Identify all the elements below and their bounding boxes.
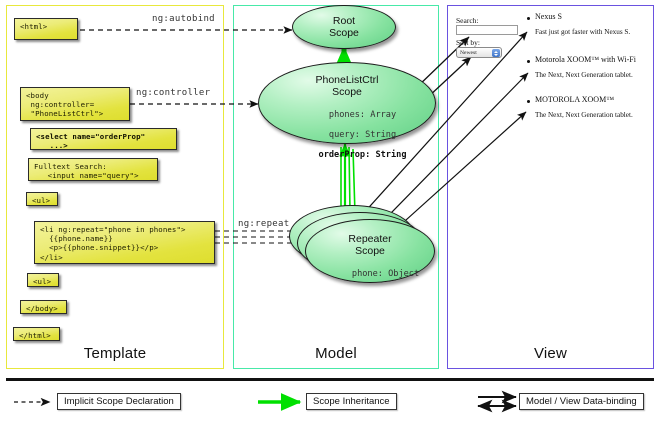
scope-root-title-line2: Scope (329, 27, 359, 39)
code-box-fulltext-search: Fulltext Search: <input name="query"> (28, 158, 158, 181)
scope-root-title-line1: Root (332, 15, 356, 27)
list-bullet (527, 60, 530, 63)
code-box-ul-open: <ul> (26, 192, 58, 206)
phone-snippet: The Next, Next Generation tablet. (535, 71, 633, 79)
label-ng-controller: ng:controller (136, 88, 211, 98)
phone-snippet: The Next, Next Generation tablet. (535, 111, 633, 119)
list-item[interactable]: MOTOROLA XOOM™ The Next, Next Generation… (535, 95, 653, 120)
phone-snippet: Fast just got faster with Nexus S. (535, 28, 631, 36)
view-sort-select-value: Newest (460, 50, 477, 56)
panel-model: Model (233, 5, 439, 369)
scope-phonelistctrl-title-line1: PhoneListCtrl (315, 74, 379, 86)
scope-repeater-title-line2: Scope (355, 245, 385, 257)
code-box-html-open: <html> (14, 18, 78, 40)
chevron-updown-icon (492, 49, 500, 57)
view-search-label: Search: (456, 16, 479, 25)
code-box-body-close: </body> (20, 300, 67, 314)
scope-phonelistctrl: PhoneListCtrl Scope phones: Array query:… (258, 62, 436, 160)
scope-repeater-props: phone: Object (306, 259, 434, 289)
code-box-body-open: <body ng:controller= "PhoneListCtrl"> (20, 87, 130, 121)
scope-prop-phone: phone: Object (351, 269, 420, 279)
code-box-select-orderprop: <select name="orderProp" ...> (30, 128, 177, 150)
scope-prop-query: query: String (328, 130, 397, 140)
panel-label-view: View (533, 345, 568, 362)
scope-repeater-title: Repeater Scope (306, 233, 434, 257)
label-ng-repeat: ng:repeat (238, 219, 290, 229)
code-box-li-ng-repeat: <li ng:repeat="phone in phones"> {{phone… (34, 221, 215, 264)
legend-item-implicit-scope-declaration: Implicit Scope Declaration (57, 393, 181, 410)
scope-prop-phones: phones: Array (328, 110, 397, 120)
panel-label-template: Template (83, 345, 147, 362)
scope-root: Root Scope (292, 5, 396, 49)
scope-repeater: Repeater Scope phone: Object (305, 219, 435, 283)
scope-repeater-title-line1: Repeater (348, 233, 392, 245)
phone-name: MOTOROLA XOOM™ (535, 95, 615, 104)
panel-template: Template (6, 5, 224, 369)
scope-root-title: Root Scope (293, 15, 395, 39)
view-sort-label: Sort by: (456, 38, 480, 47)
phone-name: Nexus S (535, 12, 562, 21)
legend-divider (6, 378, 654, 381)
panel-label-model: Model (315, 345, 357, 362)
list-item[interactable]: Nexus S Fast just got faster with Nexus … (535, 12, 653, 37)
legend-item-scope-inheritance: Scope Inheritance (306, 393, 397, 410)
view-search-input[interactable] (456, 25, 518, 35)
code-box-html-close: </html> (13, 327, 60, 341)
code-box-ul-close: <ul> (27, 273, 59, 287)
phone-name: Motorola XOOM™ with Wi-Fi (535, 55, 636, 64)
legend-item-model-view-data-binding: Model / View Data-binding (519, 393, 644, 410)
scope-prop-orderprop: orderProp: String (318, 150, 407, 160)
scope-phonelistctrl-title: PhoneListCtrl Scope (259, 74, 435, 98)
list-bullet (527, 17, 530, 20)
view-sort-select[interactable]: Newest (456, 47, 502, 58)
label-ng-autobind: ng:autobind (152, 14, 215, 24)
scope-phonelistctrl-title-line2: Scope (332, 86, 362, 98)
list-bullet (527, 100, 530, 103)
scope-phonelistctrl-props: phones: Array query: String orderProp: S… (259, 100, 435, 170)
list-item[interactable]: Motorola XOOM™ with Wi-Fi The Next, Next… (535, 55, 653, 80)
legend-glyph-double-arrow (477, 390, 517, 413)
